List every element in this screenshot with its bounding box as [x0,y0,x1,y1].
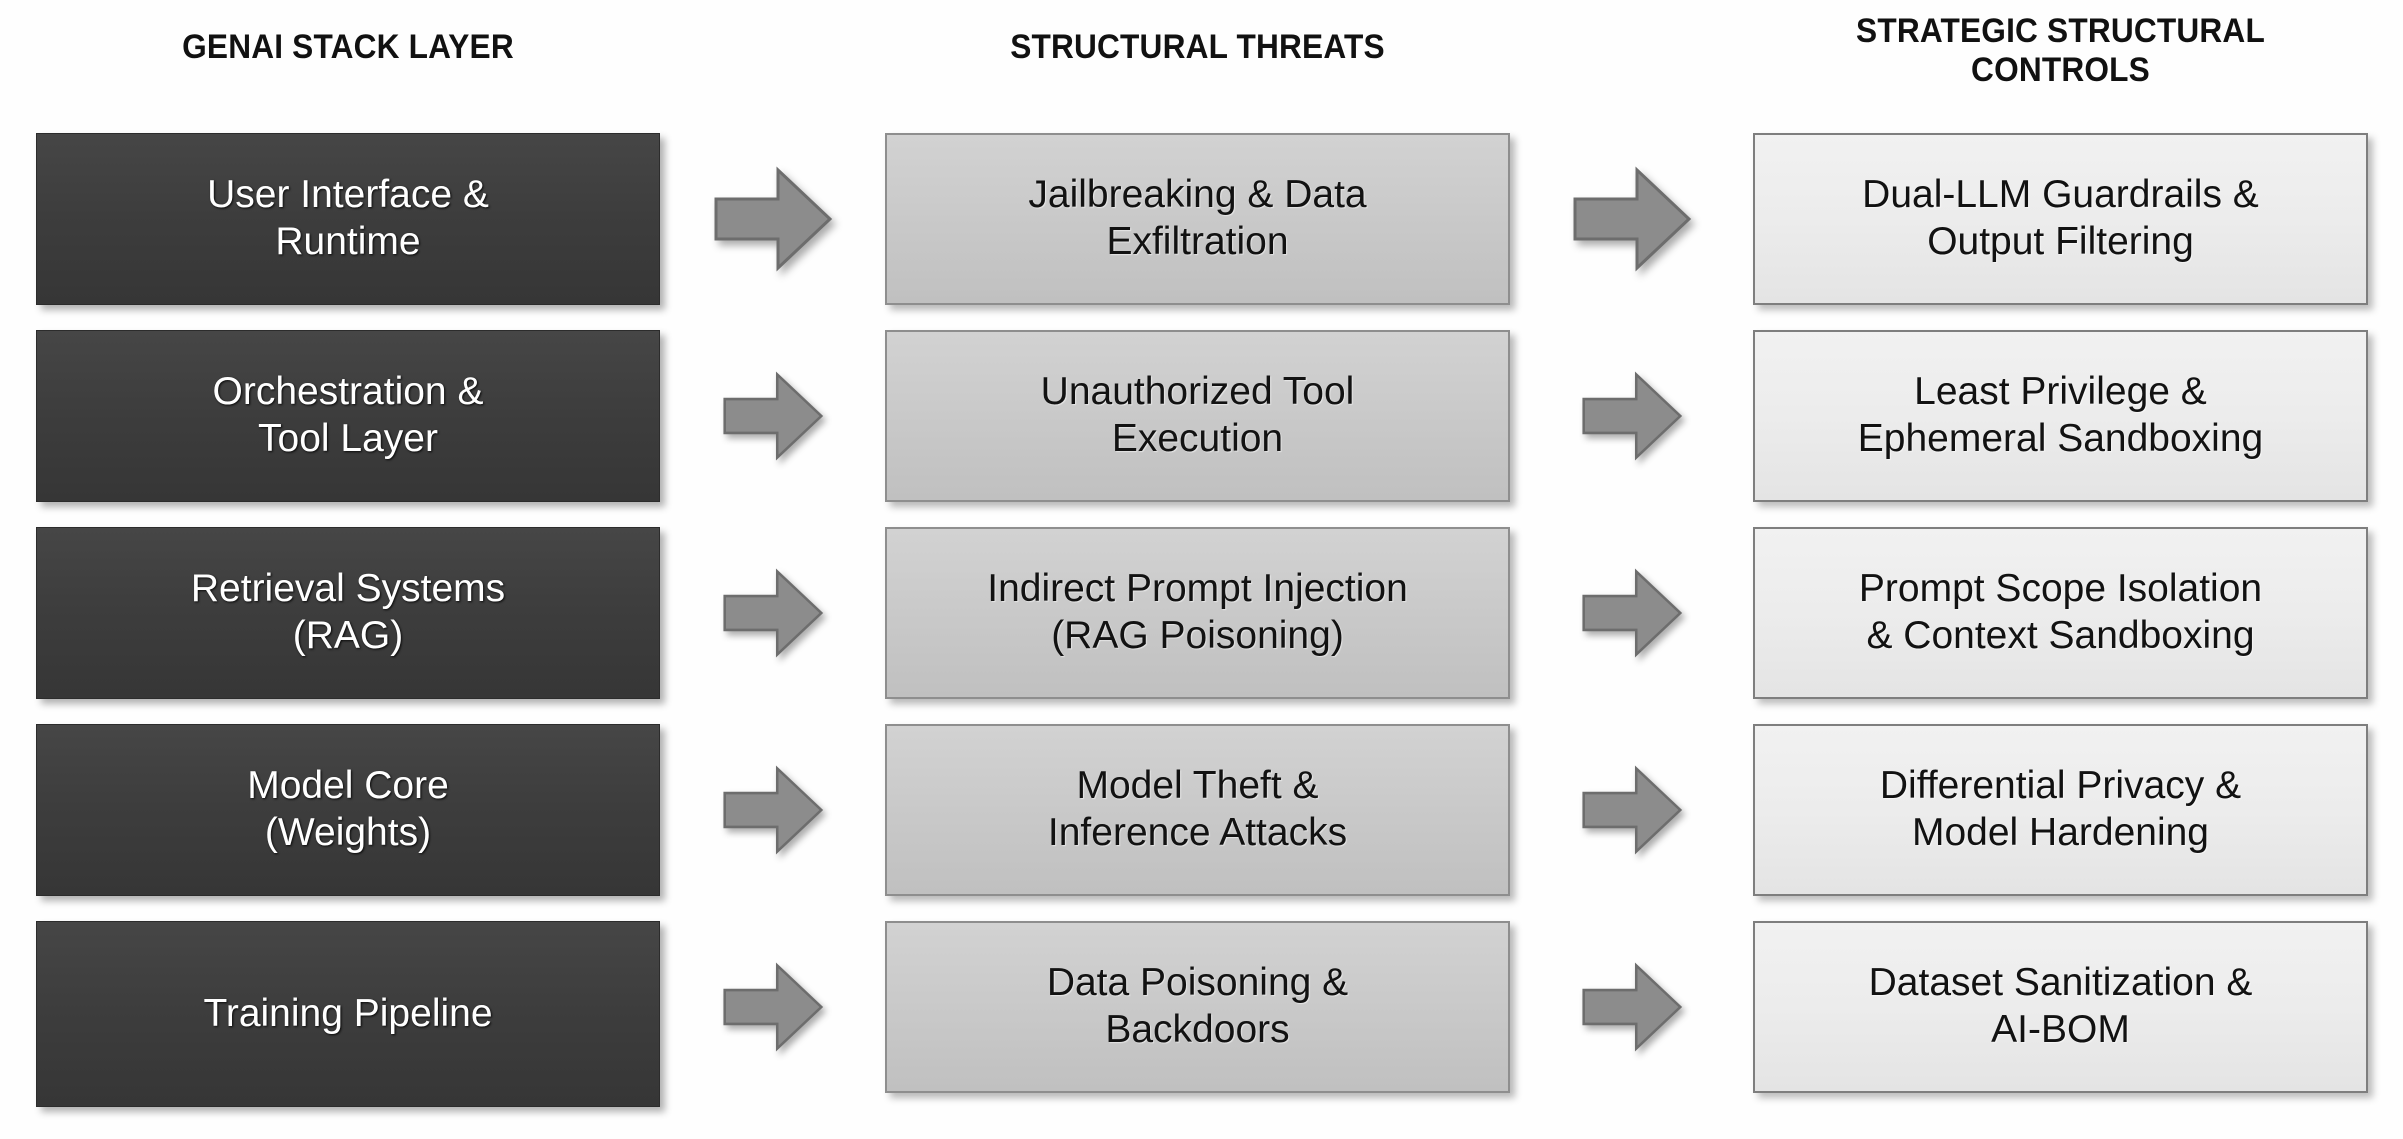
stack-layer-box[interactable]: Retrieval Systems (RAG) [36,527,660,699]
right-block-arrow-icon [1573,166,1692,272]
right-block-arrow-icon [723,370,824,462]
right-block-arrow-icon [723,567,824,659]
strategic-control-box[interactable]: Differential Privacy & Model Hardening [1753,724,2368,896]
strategic-control-box[interactable]: Dual-LLM Guardrails & Output Filtering [1753,133,2368,305]
right-block-arrow-icon [1582,764,1683,856]
stack-layer-label: Orchestration & Tool Layer [212,370,484,460]
structural-threat-box[interactable]: Jailbreaking & Data Exfiltration [885,133,1510,305]
stack-layer-label: Training Pipeline [203,991,493,1035]
stack-layer-label: Retrieval Systems (RAG) [190,567,506,657]
strategic-control-label: Dataset Sanitization & AI-BOM [1868,961,2253,1051]
structural-threat-label: Indirect Prompt Injection (RAG Poisoning… [987,567,1408,657]
structural-threat-box[interactable]: Model Theft & Inference Attacks [885,724,1510,896]
arrow-threat-to-control [1522,724,1742,896]
structural-threat-box[interactable]: Data Poisoning & Backdoors [885,921,1510,1093]
strategic-control-label: Least Privilege & Ephemeral Sandboxing [1857,370,2264,460]
strategic-control-box[interactable]: Least Privilege & Ephemeral Sandboxing [1753,330,2368,502]
structural-threat-label: Unauthorized Tool Execution [1040,370,1355,460]
strategic-control-label: Differential Privacy & Model Hardening [1879,764,2242,854]
diagram-row: User Interface & Runtime Jailbreaking & … [0,133,2403,309]
strategic-control-box[interactable]: Prompt Scope Isolation & Context Sandbox… [1753,527,2368,699]
structural-threat-label: Model Theft & Inference Attacks [1047,764,1348,854]
strategic-control-box[interactable]: Dataset Sanitization & AI-BOM [1753,921,2368,1093]
column-header-genai-stack-layer: GENAI STACK LAYER [182,28,514,66]
diagram-row: Orchestration & Tool Layer Unauthorized … [0,330,2403,506]
right-block-arrow-icon [1582,961,1683,1053]
stack-layer-box[interactable]: Training Pipeline [36,921,660,1107]
stack-layer-box[interactable]: Orchestration & Tool Layer [36,330,660,502]
stack-layer-label: Model Core (Weights) [247,764,449,854]
right-block-arrow-icon [714,166,833,272]
arrow-threat-to-control [1522,133,1742,305]
structural-threat-label: Jailbreaking & Data Exfiltration [1028,173,1367,263]
right-block-arrow-icon [1582,370,1683,462]
diagram-row: Training Pipeline Data Poisoning & Backd… [0,921,2403,1107]
right-block-arrow-icon [723,961,824,1053]
arrow-threat-to-control [1522,527,1742,699]
strategic-control-label: Dual-LLM Guardrails & Output Filtering [1862,173,2259,263]
arrow-threat-to-control [1522,921,1742,1093]
arrow-stack-to-threat [672,724,874,896]
structural-threat-label: Data Poisoning & Backdoors [1046,961,1349,1051]
stack-layer-box[interactable]: Model Core (Weights) [36,724,660,896]
arrow-threat-to-control [1522,330,1742,502]
column-header-structural-threats: STRUCTURAL THREATS [1010,28,1385,66]
arrow-stack-to-threat [672,921,874,1093]
diagram-row: Model Core (Weights) Model Theft & Infer… [0,724,2403,900]
arrow-stack-to-threat [672,527,874,699]
arrow-stack-to-threat [672,133,874,305]
structural-threat-box[interactable]: Indirect Prompt Injection (RAG Poisoning… [885,527,1510,699]
stack-layer-label: User Interface & Runtime [207,173,489,263]
diagram-row: Retrieval Systems (RAG) Indirect Prompt … [0,527,2403,703]
arrow-stack-to-threat [672,330,874,502]
strategic-control-label: Prompt Scope Isolation & Context Sandbox… [1858,567,2263,657]
right-block-arrow-icon [1582,567,1683,659]
structural-threat-box[interactable]: Unauthorized Tool Execution [885,330,1510,502]
right-block-arrow-icon [723,764,824,856]
column-header-strategic-structural-controls: STRATEGIC STRUCTURAL CONTROLS [1856,12,2265,90]
stack-layer-box[interactable]: User Interface & Runtime [36,133,660,305]
